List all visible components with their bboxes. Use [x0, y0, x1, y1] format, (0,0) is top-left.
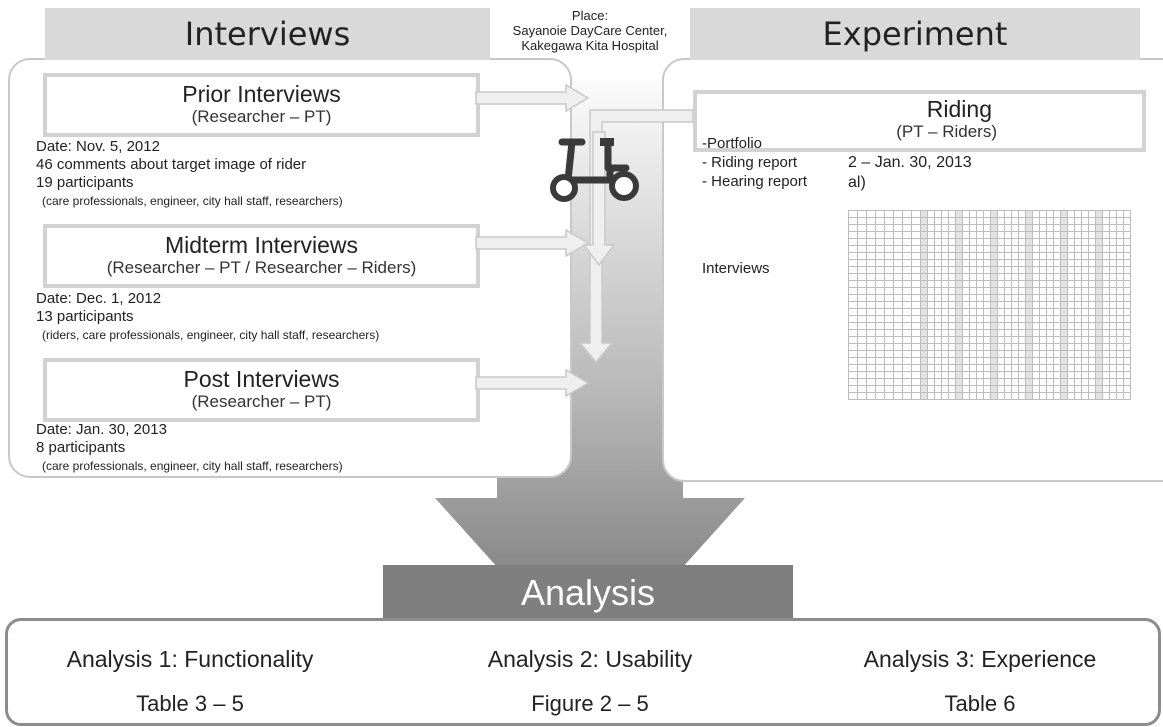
experiment-date-fragment: 2 – Jan. 30, 2013 al) [848, 153, 972, 193]
riding-subtitle: (PT – Riders) [896, 122, 997, 141]
analysis-3-ref: Table 6 [944, 691, 1016, 716]
prior-interviews-title: Prior Interviews [182, 81, 341, 107]
post-participants: 8 participants [36, 439, 126, 456]
post-interviews-details: Date: Jan. 30, 2013 8 participants (care… [36, 421, 536, 475]
experiment-date: 2 – Jan. 30, 2013 [848, 154, 972, 171]
place-line2: Kakegawa Kita Hospital [521, 38, 659, 53]
post-note: (care professionals, engineer, city hall… [42, 459, 343, 473]
analysis-2: Analysis 2: Usability Figure 2 – 5 [430, 646, 750, 717]
midterm-interviews-details: Date: Dec. 1, 2012 13 participants (ride… [36, 290, 536, 344]
experiment-fragment2: al) [848, 174, 866, 191]
riding-feedback-arrow [578, 109, 694, 364]
thumbnail-grid [848, 210, 1131, 400]
riding-title: Riding [926, 96, 992, 122]
post-to-flow-arrow [475, 368, 590, 398]
analysis-2-label: Analysis 2: Usability [487, 646, 693, 672]
prior-interviews-box: Prior Interviews (Researcher – PT) [43, 73, 480, 137]
prior-date: Date: Nov. 5, 2012 [36, 138, 160, 155]
analysis-header: Analysis [383, 565, 793, 620]
item-riding-report: - Riding report [702, 154, 798, 171]
place-line1: Sayanoie DayCare Center, [512, 23, 668, 38]
post-interviews-subtitle: (Researcher – PT) [191, 392, 332, 411]
midterm-participants: 13 participants [36, 308, 134, 325]
midterm-to-flow-arrow [475, 228, 590, 258]
place-heading: Place: [571, 8, 609, 23]
analysis-1-ref: Table 3 – 5 [136, 691, 244, 716]
mobility-scooter-icon [550, 138, 639, 202]
experiment-header: Experiment [690, 8, 1140, 60]
midterm-interviews-box: Midterm Interviews (Researcher – PT / Re… [43, 224, 480, 288]
midterm-date: Date: Dec. 1, 2012 [36, 290, 162, 307]
experiment-items: -Portfolio - Riding report - Hearing rep… [702, 134, 807, 191]
analysis-3: Analysis 3: Experience Table 6 [810, 646, 1150, 717]
prior-comments: 46 comments about target image of rider [36, 156, 307, 173]
analysis-1: Analysis 1: Functionality Table 3 – 5 [20, 646, 360, 717]
post-interviews-title: Post Interviews [183, 366, 340, 392]
midterm-note: (riders, care professionals, engineer, c… [42, 328, 380, 342]
analysis-3-label: Analysis 3: Experience [863, 646, 1097, 672]
prior-note: (care professionals, engineer, city hall… [42, 194, 343, 208]
analysis-panel [5, 618, 1161, 726]
riding-box: Riding (PT – Riders) [693, 90, 1146, 152]
midterm-interviews-title: Midterm Interviews [165, 232, 358, 258]
prior-interviews-subtitle: (Researcher – PT) [191, 107, 332, 126]
prior-interviews-details: Date: Nov. 5, 2012 46 comments about tar… [36, 138, 536, 210]
item-hearing-report: - Hearing report [702, 173, 808, 190]
item-portfolio: -Portfolio [702, 135, 763, 152]
post-interviews-box: Post Interviews (Researcher – PT) [43, 358, 480, 422]
analysis-2-ref: Figure 2 – 5 [531, 691, 649, 716]
data-table-thumbnail [848, 210, 1160, 425]
interviews-header: Interviews [45, 8, 490, 60]
midterm-interviews-subtitle: (Researcher – PT / Researcher – Riders) [106, 258, 417, 277]
prior-participants: 19 participants [36, 174, 134, 191]
experiment-interviews-label: Interviews [702, 260, 770, 277]
post-date: Date: Jan. 30, 2013 [36, 421, 167, 438]
place-label: Place: Sayanoie DayCare Center, Kakegawa… [490, 8, 690, 53]
analysis-1-label: Analysis 1: Functionality [66, 646, 314, 672]
prior-to-flow-arrow [475, 83, 590, 113]
